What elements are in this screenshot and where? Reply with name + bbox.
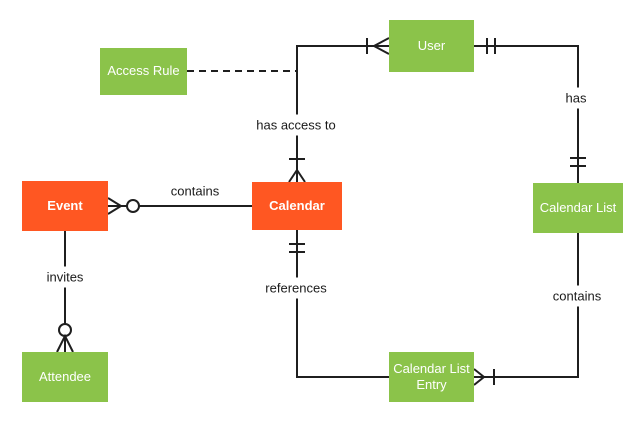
entity-calendar-list-entry[interactable]: Calendar List Entry <box>389 352 474 402</box>
edge-line <box>474 233 579 378</box>
entity-access-rule[interactable]: Access Rule <box>100 48 187 95</box>
crow-foot-many-icon <box>473 368 486 386</box>
entity-event[interactable]: Event <box>22 181 108 231</box>
crow-foot-many-icon <box>107 197 123 215</box>
edge-line <box>296 230 389 378</box>
entity-access-rule-label: Access Rule <box>107 63 180 79</box>
entity-user[interactable]: User <box>389 20 474 72</box>
edge-label-has-access-to: has access to <box>252 114 340 136</box>
edge-label-invites: invites <box>42 266 88 288</box>
entity-calendar[interactable]: Calendar <box>252 182 342 230</box>
connector-event-attendee <box>56 231 74 353</box>
entity-attendee[interactable]: Attendee <box>22 352 108 402</box>
edge-line <box>296 45 389 182</box>
edge-line <box>474 45 579 183</box>
entity-calendar-list-label: Calendar List <box>539 199 617 215</box>
edge-label-contains-2: contains <box>548 285 606 307</box>
connector-calendar-user <box>288 37 390 183</box>
entity-calendar-list-entry-label: Calendar List Entry <box>393 360 470 392</box>
crow-foot-many-icon <box>288 168 306 183</box>
edge-label-has: has <box>561 87 591 109</box>
cardinality-zero-icon <box>126 199 140 213</box>
entity-calendar-label: Calendar <box>269 197 325 213</box>
crow-foot-many-icon <box>371 37 390 55</box>
entity-event-label: Event <box>47 197 83 213</box>
entity-calendar-list[interactable]: Calendar List <box>533 183 623 233</box>
connector-calendar-list-entry <box>473 233 579 386</box>
connector-event-calendar <box>107 197 252 215</box>
crow-foot-many-icon <box>56 333 74 353</box>
connector-user-calendar-list <box>474 38 586 183</box>
entity-user-label: User <box>417 37 446 53</box>
connector-calendar-entry <box>289 230 389 378</box>
edge-label-contains: contains <box>166 180 224 202</box>
edge-label-references: references <box>261 277 331 299</box>
entity-attendee-label: Attendee <box>38 368 92 384</box>
